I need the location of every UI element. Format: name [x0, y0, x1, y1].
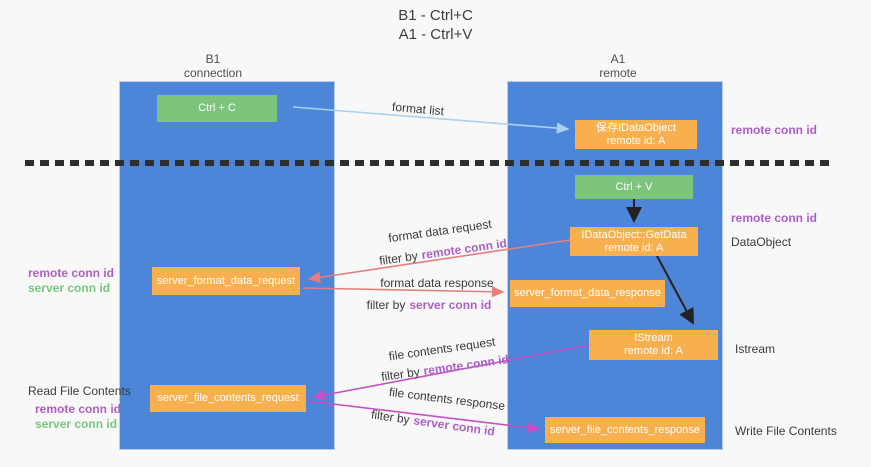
- dataobject-label: DataObject: [731, 235, 792, 249]
- getdata-box: IDataObject::GetData remote id: A: [570, 227, 698, 256]
- server-format-data-request-box: server_format_data_request: [152, 267, 300, 295]
- right-remote-conn-id-top: remote conn id: [731, 123, 818, 137]
- left-server-conn-id-1: server conn id: [28, 281, 111, 295]
- diagram-title: B1 - Ctrl+C A1 - Ctrl+V: [0, 6, 871, 44]
- right-column-subtitle: remote: [599, 66, 637, 80]
- istream-line2: remote id: A: [624, 345, 683, 357]
- ctrl-c-label: Ctrl + C: [198, 102, 236, 114]
- filter-by-text: filter by: [380, 364, 421, 384]
- server-file-contents-request-label: server_file_contents_request: [157, 392, 299, 404]
- right-column-header: A1 remote: [510, 52, 726, 80]
- filter-by-text: filter by: [370, 407, 411, 427]
- left-column-subtitle: connection: [183, 66, 243, 80]
- left-column-title: B1: [205, 52, 221, 66]
- write-file-contents-label: Write File Contents: [735, 424, 837, 438]
- title-line-2: A1 - Ctrl+V: [398, 26, 473, 43]
- ctrl-v-label: Ctrl + V: [615, 180, 653, 193]
- server-format-data-request-label: server_format_data_request: [156, 274, 296, 287]
- left-remote-conn-id-2: remote conn id: [35, 402, 122, 416]
- right-column-title: A1: [610, 52, 626, 66]
- istream-line1: IStream: [634, 332, 673, 344]
- server-conn-id-text: server conn id: [409, 298, 492, 312]
- left-server-conn-id-2: server conn id: [35, 417, 118, 431]
- server-conn-id-text: server conn id: [412, 413, 496, 439]
- ctrl-v-box: Ctrl + V: [575, 175, 693, 199]
- machine-separator-dashed-line: [25, 160, 831, 166]
- getdata-line2: remote id: A: [604, 241, 664, 254]
- left-remote-conn-id-1: remote conn id: [28, 266, 115, 280]
- read-file-contents-label: Read File Contents: [28, 384, 131, 398]
- format-list-label: format list: [391, 99, 445, 119]
- save-dataobject-box: 保存IDataObject remote id: A: [575, 120, 697, 149]
- title-line-1: B1 - Ctrl+C: [398, 7, 473, 24]
- istream-side-label: Istream: [735, 342, 776, 356]
- server-format-data-response-box: server_format_data_response: [510, 280, 665, 307]
- format-data-response-label: format data response: [380, 276, 494, 290]
- file-contents-response-label: file contents response: [388, 384, 506, 414]
- right-remote-conn-id-mid: remote conn id: [731, 211, 818, 225]
- server-file-contents-response-box: server_file_contents_response: [545, 417, 705, 443]
- getdata-line1: IDataObject::GetData: [581, 228, 687, 241]
- remote-conn-id-text: remote conn id: [420, 236, 508, 262]
- ctrl-c-box: Ctrl + C: [157, 95, 277, 122]
- save-dataobject-line2: remote id: A: [606, 134, 666, 147]
- server-format-data-response-label: server_format_data_response: [514, 287, 661, 299]
- server-file-contents-request-box: server_file_contents_request: [150, 385, 306, 412]
- save-dataobject-line1: 保存IDataObject: [595, 121, 677, 134]
- left-column-header: B1 connection: [105, 52, 321, 80]
- filter-by-text: filter by: [366, 298, 406, 312]
- istream-box: IStream remote id: A: [589, 330, 718, 360]
- filter-by-text: filter by: [378, 248, 419, 268]
- server-file-contents-response-label: server_file_contents_response: [550, 423, 700, 436]
